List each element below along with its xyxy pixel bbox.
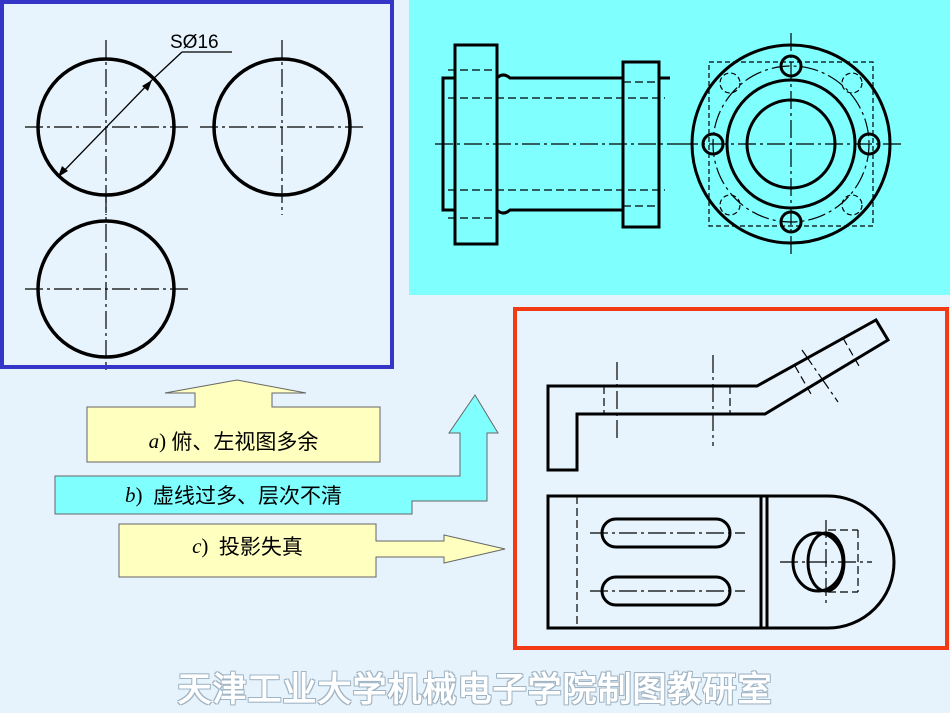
caption-c-right-arrow-box	[118, 523, 506, 578]
footer-institution: 天津工业大学机械电子学院制图教研室	[177, 670, 773, 710]
caption-a-up-arrow-box	[86, 379, 381, 463]
caption-b-bent-arrow-box	[54, 394, 499, 515]
diameter-dimension-line	[57, 79, 153, 178]
caption-c-letter: c	[192, 533, 202, 558]
caption-c-text: 投影失真	[218, 535, 303, 559]
panel-a-sphere-views	[0, 0, 394, 369]
caption-a-letter: a	[148, 428, 160, 453]
caption-b-letter: b	[125, 482, 136, 507]
caption-a: a) 俯、左视图多余	[87, 420, 380, 462]
flange-side-view	[680, 33, 902, 255]
caption-b: b) 虚线过多、层次不清	[55, 476, 412, 514]
caption-a-text: 俯、左视图多余	[171, 430, 319, 454]
caption-b-text: 虚线过多、层次不清	[153, 484, 342, 508]
dimension-label: SØ16	[170, 32, 219, 53]
caption-c: c) 投影失真	[119, 524, 376, 568]
bent-plate-front-view	[546, 317, 891, 472]
